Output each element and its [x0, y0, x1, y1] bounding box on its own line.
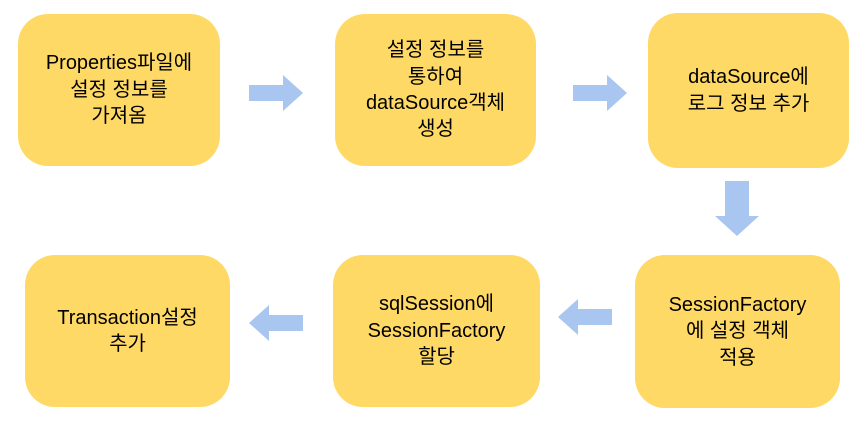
arrow-down-icon [715, 181, 759, 236]
flow-node-add-transaction: Transaction설정 추가 [25, 255, 230, 407]
flow-node-label: 설정 정보를 통하여 dataSource객체 생성 [365, 39, 506, 141]
arrow-left-shape [558, 299, 612, 335]
flow-node-label: SessionFactory 에 설정 객체 적용 [668, 293, 807, 369]
flow-node-label: sqlSession에 SessionFactory 할당 [367, 293, 506, 369]
arrow-down-shape [715, 181, 759, 236]
arrow-right-icon [573, 75, 627, 111]
arrow-right-icon [249, 75, 303, 111]
arrow-right-shape [249, 75, 303, 111]
flow-node-create-datasource: 설정 정보를 통하여 dataSource객체 생성 [335, 14, 536, 166]
flow-node-apply-config-object: SessionFactory 에 설정 객체 적용 [635, 255, 840, 408]
flow-node-label: dataSource에 로그 정보 추가 [687, 66, 810, 115]
flow-node-load-properties: Properties파일에 설정 정보를 가져옴 [18, 14, 220, 166]
flow-node-add-log-info: dataSource에 로그 정보 추가 [648, 13, 849, 168]
flow-node-label: Transaction설정 추가 [57, 306, 198, 355]
flow-node-label: Properties파일에 설정 정보를 가져옴 [45, 52, 193, 128]
flow-node-assign-sessionfactory: sqlSession에 SessionFactory 할당 [333, 255, 540, 407]
arrow-left-icon [249, 305, 303, 341]
arrow-right-shape [573, 75, 627, 111]
arrow-left-icon [558, 299, 612, 335]
arrow-left-shape [249, 305, 303, 341]
